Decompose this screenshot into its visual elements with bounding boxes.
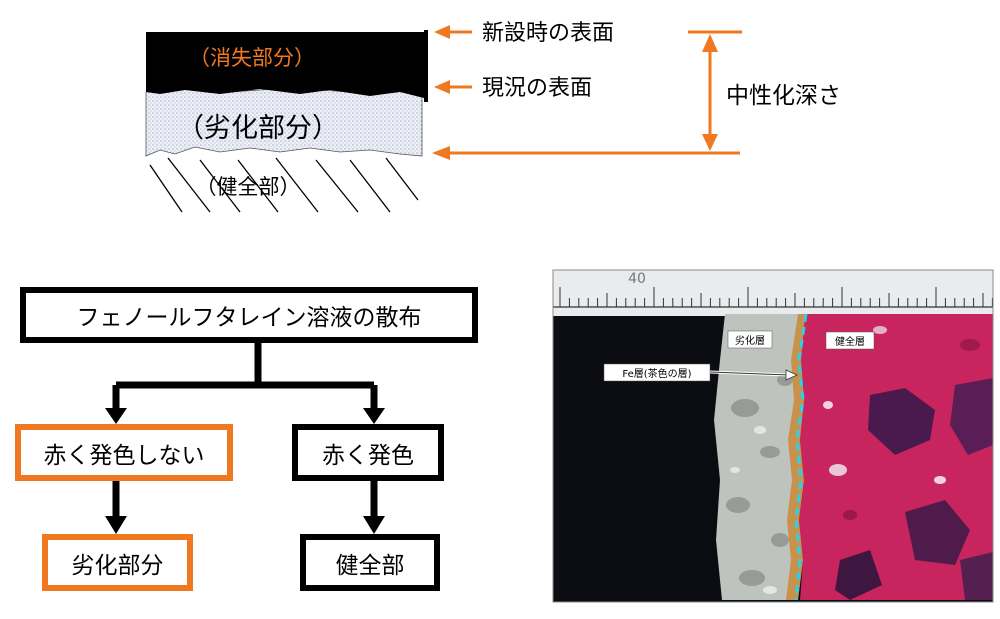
flowchart-arrowheads bbox=[105, 408, 385, 534]
flowchart-connectors bbox=[112, 340, 378, 518]
flowchart-sound-box: 健全部 bbox=[300, 534, 440, 591]
cross-section-diagram: （消失部分） （劣化部分） （健全部） 新設時の表面 現況の表面 中性化深さ bbox=[145, 21, 841, 213]
carbonation-depth-label: 中性化深さ bbox=[726, 83, 841, 109]
ruler-number: 40 bbox=[628, 271, 646, 287]
deteriorated-part-label: （劣化部分） bbox=[177, 113, 339, 144]
flowchart-sound-text: 健全部 bbox=[335, 552, 405, 579]
photo-sound-layer-label: 健全層 bbox=[835, 335, 865, 348]
flowchart-deteriorated-box: 劣化部分 bbox=[42, 534, 193, 591]
carbonation-depth-line bbox=[432, 30, 742, 160]
flowchart-no-color-text: 赤く発色しない bbox=[43, 442, 205, 469]
original-surface-label: 新設時の表面 bbox=[482, 21, 614, 46]
flowchart-color-box: 赤く発色 bbox=[292, 424, 444, 481]
photo-sound-layer bbox=[799, 314, 993, 600]
photo-boundary-line bbox=[794, 313, 808, 601]
flowchart-start-box: フェノールフタレイン溶液の散布 bbox=[20, 287, 478, 343]
current-surface-label: 現況の表面 bbox=[482, 76, 592, 101]
photo-deteriorated-texture bbox=[726, 374, 793, 586]
cross-section-photo: 40 bbox=[553, 270, 993, 602]
original-surface-marker bbox=[424, 30, 428, 102]
photo-fe-layer-label: Fe層(茶色の層) bbox=[622, 367, 691, 380]
lost-layer bbox=[146, 32, 424, 98]
flowchart-deteriorated-text: 劣化部分 bbox=[71, 552, 164, 579]
lost-part-label: （消失部分） bbox=[189, 46, 315, 70]
photo-aggregate bbox=[823, 326, 993, 600]
flowchart-color-text: 赤く発色 bbox=[322, 442, 414, 469]
flowchart-no-color-box: 赤く発色しない bbox=[15, 424, 233, 481]
photo-deteriorated-layer-label: 劣化層 bbox=[735, 334, 765, 347]
flowchart-start-text: フェノールフタレイン溶液の散布 bbox=[76, 305, 422, 331]
sound-part-label: （健全部） bbox=[196, 175, 301, 199]
ruler: 40 bbox=[553, 270, 993, 316]
current-surface-arrow bbox=[434, 80, 472, 94]
sound-part-hatching bbox=[149, 157, 419, 213]
original-surface-arrow bbox=[434, 25, 472, 39]
fe-layer-pointer bbox=[709, 369, 798, 381]
